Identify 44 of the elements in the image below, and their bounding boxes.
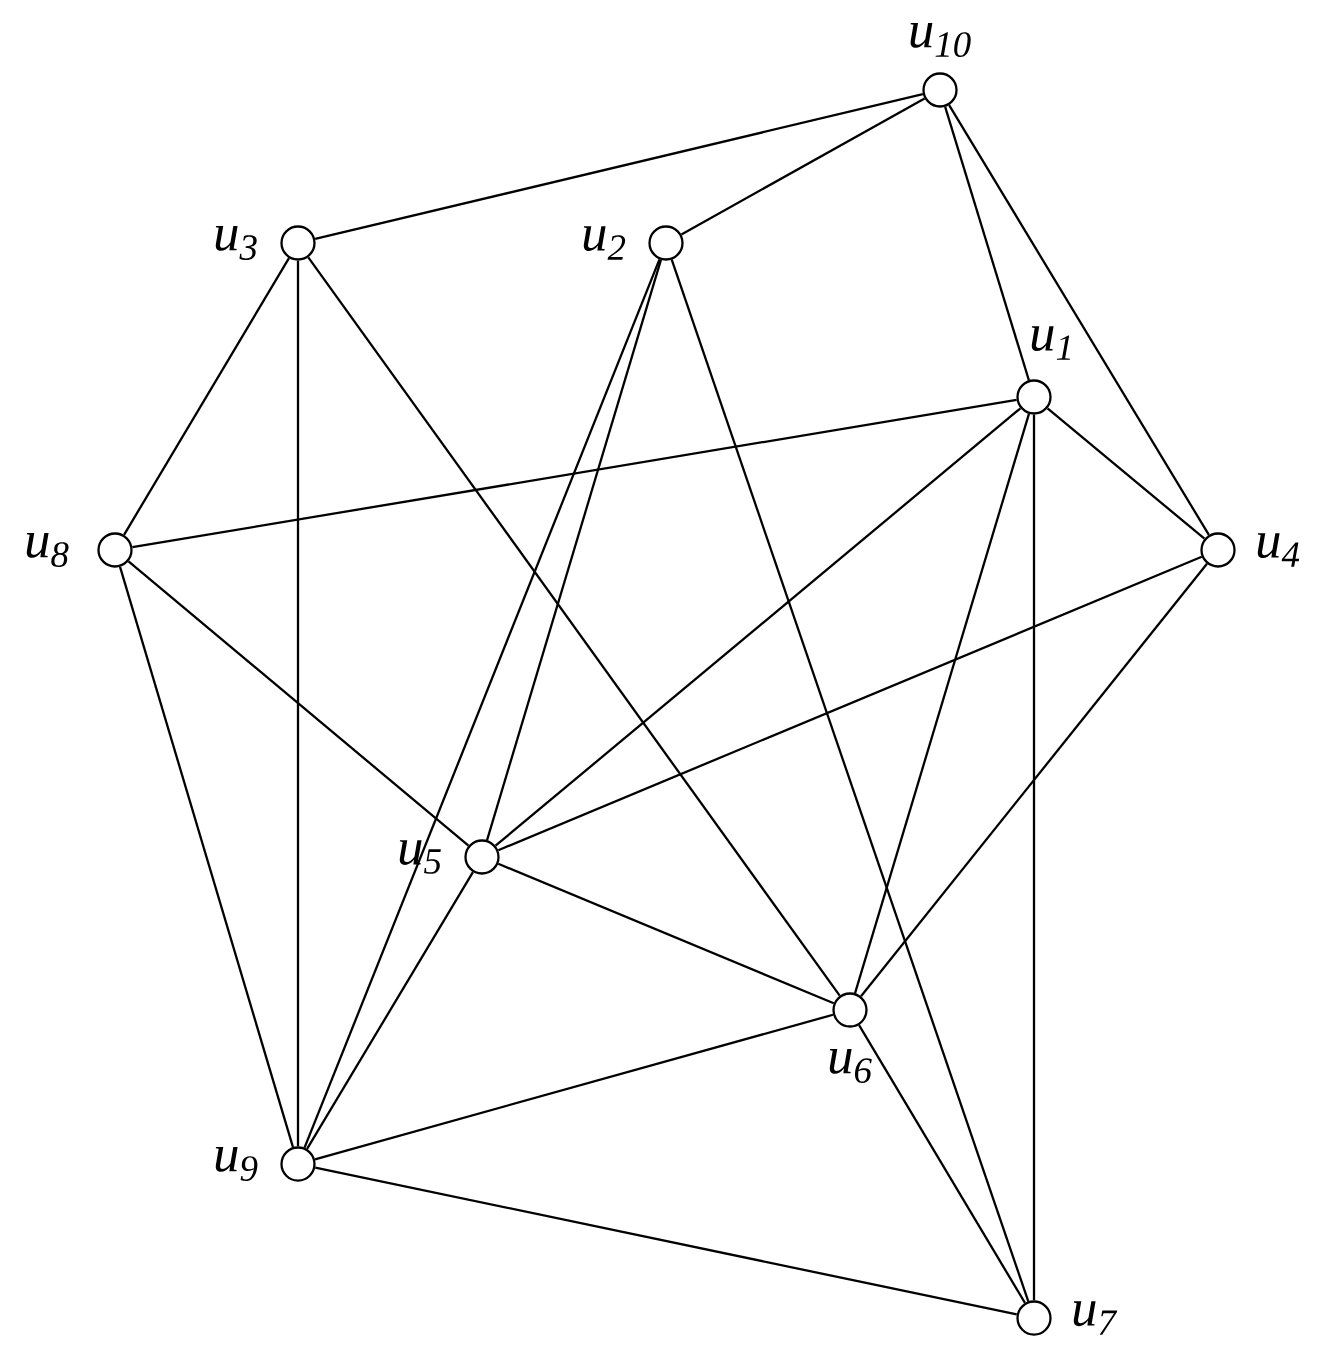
edge-line <box>860 563 1208 997</box>
edge-line <box>853 413 1031 994</box>
edge-line <box>303 258 661 1149</box>
vertex-circle <box>280 1146 316 1182</box>
vertex-label: u$_{8}$ <box>26 533 69 568</box>
vertex-label: u$_{7}$ <box>1073 1301 1118 1335</box>
vertex-label: u$_{4}$ <box>1257 533 1300 567</box>
edge-line <box>497 555 1203 852</box>
vertex-label: u$_{1}$ <box>1031 326 1070 360</box>
edge-line <box>670 259 1030 1302</box>
vertex-circle <box>832 992 868 1028</box>
vertex-circle <box>1016 379 1052 415</box>
edge-line <box>118 566 295 1148</box>
edge-line <box>494 407 1022 847</box>
edge-line <box>296 260 300 1147</box>
vertex-circle <box>280 225 316 261</box>
edge-line <box>497 862 835 1005</box>
vertex-circle <box>922 72 958 108</box>
edge-line <box>314 1013 834 1161</box>
vertex-label: u$_{2}$ <box>583 226 626 260</box>
vertex-circle <box>648 225 684 261</box>
vertex-label: u$_{10}$ <box>910 23 971 58</box>
vertex-label: u$_{3}$ <box>215 226 257 260</box>
edge-line <box>680 97 926 236</box>
vertex-label: u$_{6}$ <box>829 1049 872 1083</box>
edge-line <box>315 1166 1017 1316</box>
vertex-circle <box>1016 1300 1052 1336</box>
vertex-circle <box>464 839 500 875</box>
edge-line <box>307 256 841 997</box>
edge-line <box>123 257 290 536</box>
edge-line <box>132 398 1017 549</box>
edge-line <box>485 259 663 841</box>
vertex-label: u$_{9}$ <box>215 1147 258 1181</box>
vertex-label: u$_{5}$ <box>399 840 441 874</box>
edge-line <box>127 560 470 847</box>
edge-line <box>1046 407 1206 540</box>
vertex-circle <box>1200 532 1236 568</box>
vertex-circle <box>97 532 133 568</box>
edge-line <box>858 1024 1026 1304</box>
edge-line <box>948 104 1210 536</box>
edge-line <box>314 93 924 241</box>
edge-line <box>306 871 474 1150</box>
edge-line <box>944 106 1030 381</box>
edge-line <box>1032 414 1036 1301</box>
